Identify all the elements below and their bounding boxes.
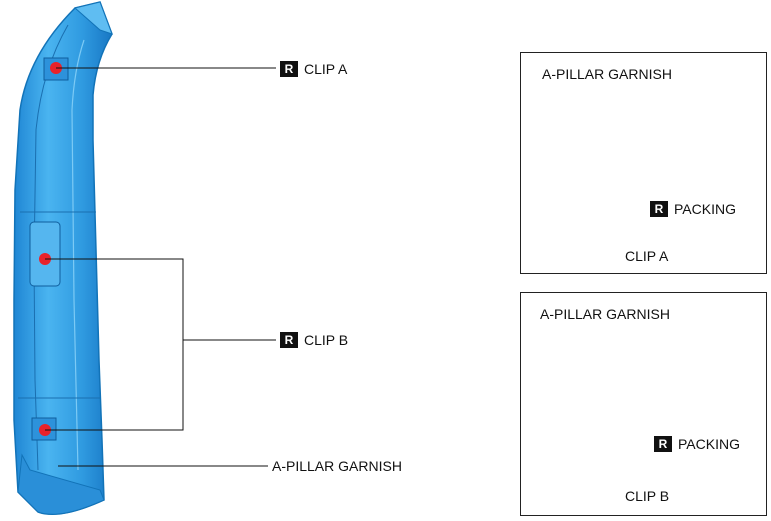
- garnish-bottom-lip: [17, 453, 105, 515]
- detail-box-clip-a: [520, 52, 767, 274]
- replace-badge: R: [280, 61, 298, 77]
- clip-b-label: CLIP B: [304, 332, 349, 348]
- detail-b-caption: CLIP B: [625, 488, 670, 504]
- detail-b-packing-label: PACKING: [678, 436, 740, 452]
- detail-box-clip-b: [520, 292, 767, 516]
- garnish-inner-edge: [33, 24, 69, 471]
- garnish-top-cap: [73, 1, 113, 35]
- detail-b-packing-callout: R PACKING: [654, 436, 740, 452]
- detail-a-packing-label: PACKING: [674, 201, 736, 217]
- detail-a-garnish-label: A-PILLAR GARNISH: [542, 66, 672, 82]
- leader-lines: [45, 67, 276, 467]
- detail-a-packing-callout: R PACKING: [650, 201, 736, 217]
- clip-b-callout: R CLIP B: [280, 332, 348, 348]
- clip-a-label: CLIP A: [304, 61, 348, 77]
- replace-badge: R: [280, 332, 298, 348]
- clip-b-bracket: [45, 258, 184, 431]
- replace-badge: R: [654, 436, 672, 452]
- detail-b-garnish-label: A-PILLAR GARNISH: [540, 306, 670, 322]
- garnish-rim: [71, 39, 85, 471]
- a-pillar-garnish-part: [13, 1, 113, 515]
- garnish-callout: A-PILLAR GARNISH: [272, 458, 402, 474]
- replace-badge: R: [650, 201, 668, 217]
- clip-a-callout: R CLIP A: [280, 61, 347, 77]
- detail-a-caption: CLIP A: [625, 248, 669, 264]
